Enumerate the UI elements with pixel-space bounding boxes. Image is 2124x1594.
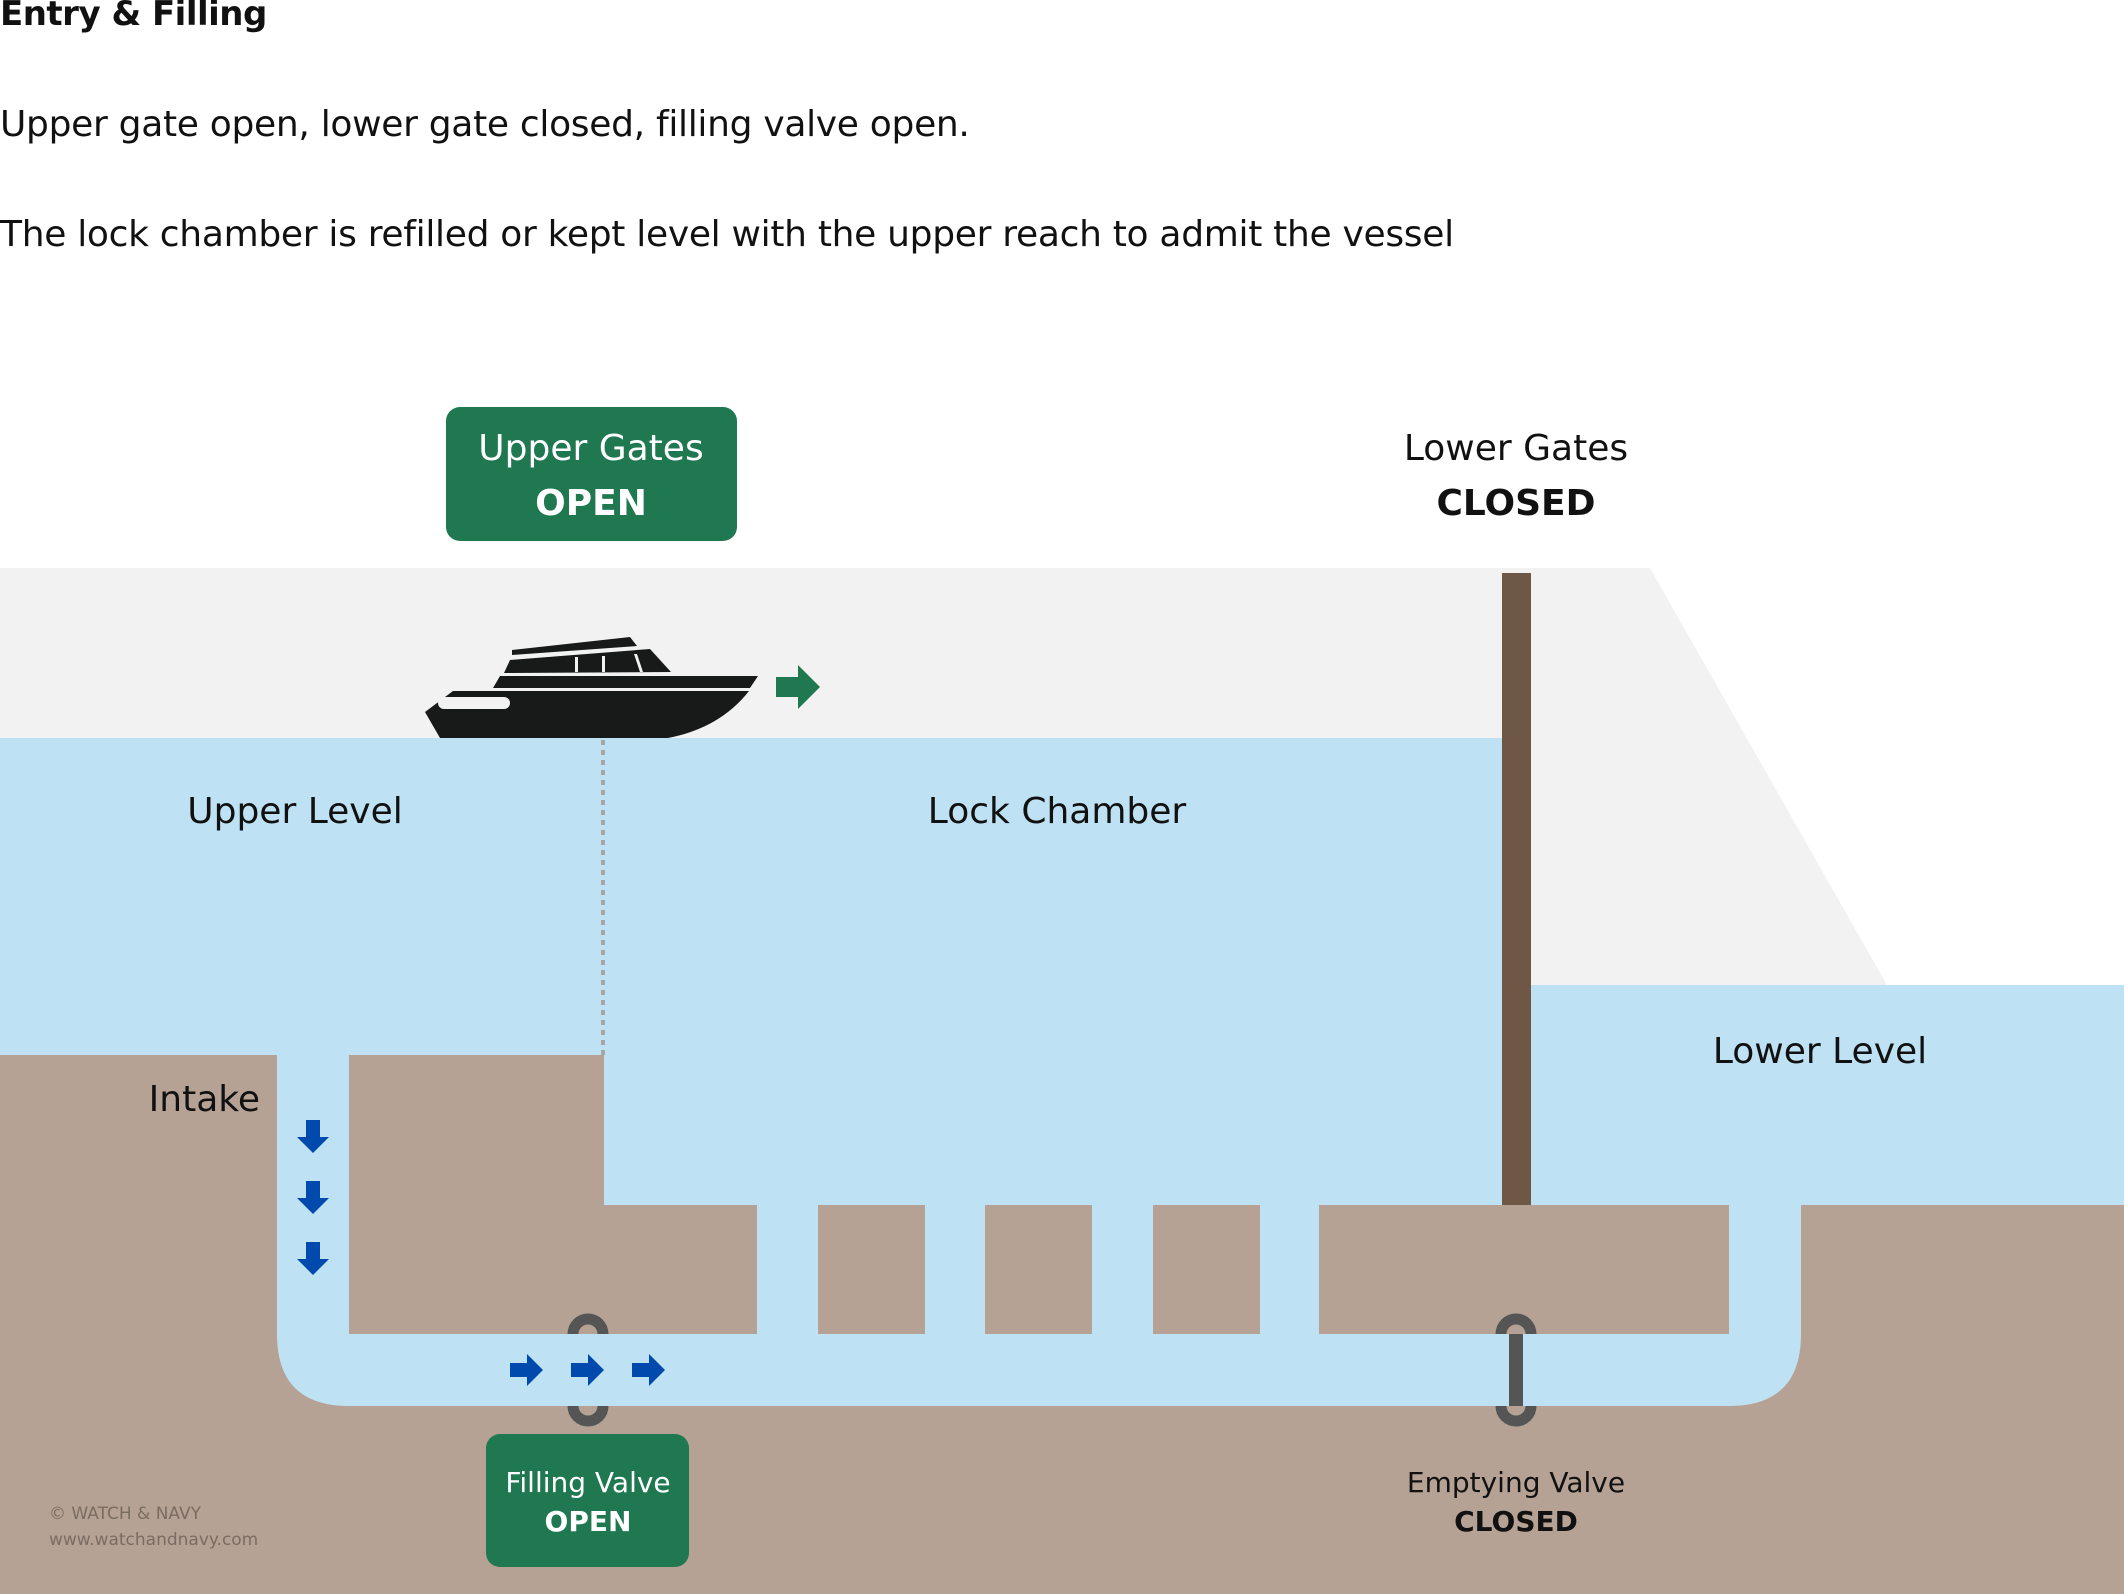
filling-valve-icon	[567, 1313, 609, 1427]
website-link[interactable]: www.watchandnavy.com	[49, 1530, 258, 1550]
chamber-port	[925, 1205, 985, 1335]
intake-label: Intake	[149, 1079, 260, 1120]
state-summary: Upper gate open, lower gate closed, fill…	[0, 104, 970, 145]
chamber-port	[1260, 1205, 1319, 1335]
flow-arrow-right-icon	[571, 1354, 604, 1386]
lower-gates-status: CLOSED	[1436, 483, 1595, 524]
vessel-direction-arrow-icon	[776, 665, 820, 709]
lower-gate	[1502, 573, 1531, 1205]
flow-arrow-down-icon	[297, 1242, 329, 1275]
copyright-text: © WATCH & NAVY	[49, 1504, 202, 1524]
lock-chamber-water	[604, 738, 1502, 1208]
motor-yacht-icon	[425, 637, 758, 738]
emptying-valve-icon	[1495, 1313, 1537, 1427]
emptying-valve-status: CLOSED	[1454, 1505, 1578, 1538]
state-description: The lock chamber is refilled or kept lev…	[0, 214, 1454, 255]
page-title: Entry & Filling	[0, 0, 267, 34]
upper-gates-name: Upper Gates	[478, 428, 703, 469]
culvert-flow-arrows	[510, 1354, 665, 1386]
upper-level-label: Upper Level	[187, 791, 402, 832]
chamber-port	[1092, 1205, 1153, 1335]
outlet-riser	[1729, 1205, 1801, 1335]
lower-level-water	[1530, 985, 2124, 1208]
culvert	[277, 1334, 1801, 1406]
vessel-cabin-windows	[575, 654, 643, 672]
lower-gates-name: Lower Gates	[1404, 428, 1628, 469]
upper-gates-status: OPEN	[535, 483, 647, 524]
intake-flow-arrows	[297, 1120, 329, 1275]
lower-gates-status-label: Lower Gates CLOSED	[1404, 428, 1628, 524]
flow-arrow-down-icon	[297, 1120, 329, 1153]
upper-gates-status-badge: Upper Gates OPEN	[446, 407, 737, 541]
chamber-port	[757, 1205, 818, 1335]
vessel-window	[438, 697, 510, 709]
lock-chamber-label: Lock Chamber	[928, 791, 1187, 832]
flow-arrow-right-icon	[510, 1354, 543, 1386]
flow-arrow-right-icon	[632, 1354, 665, 1386]
lower-level-label: Lower Level	[1713, 1031, 1927, 1072]
filling-valve-name: Filling Valve	[505, 1466, 670, 1499]
flow-arrow-down-icon	[297, 1181, 329, 1214]
filling-valve-status-badge: Filling Valve OPEN	[486, 1434, 689, 1567]
filling-valve-status: OPEN	[545, 1505, 632, 1538]
emptying-valve-name: Emptying Valve	[1407, 1466, 1625, 1499]
